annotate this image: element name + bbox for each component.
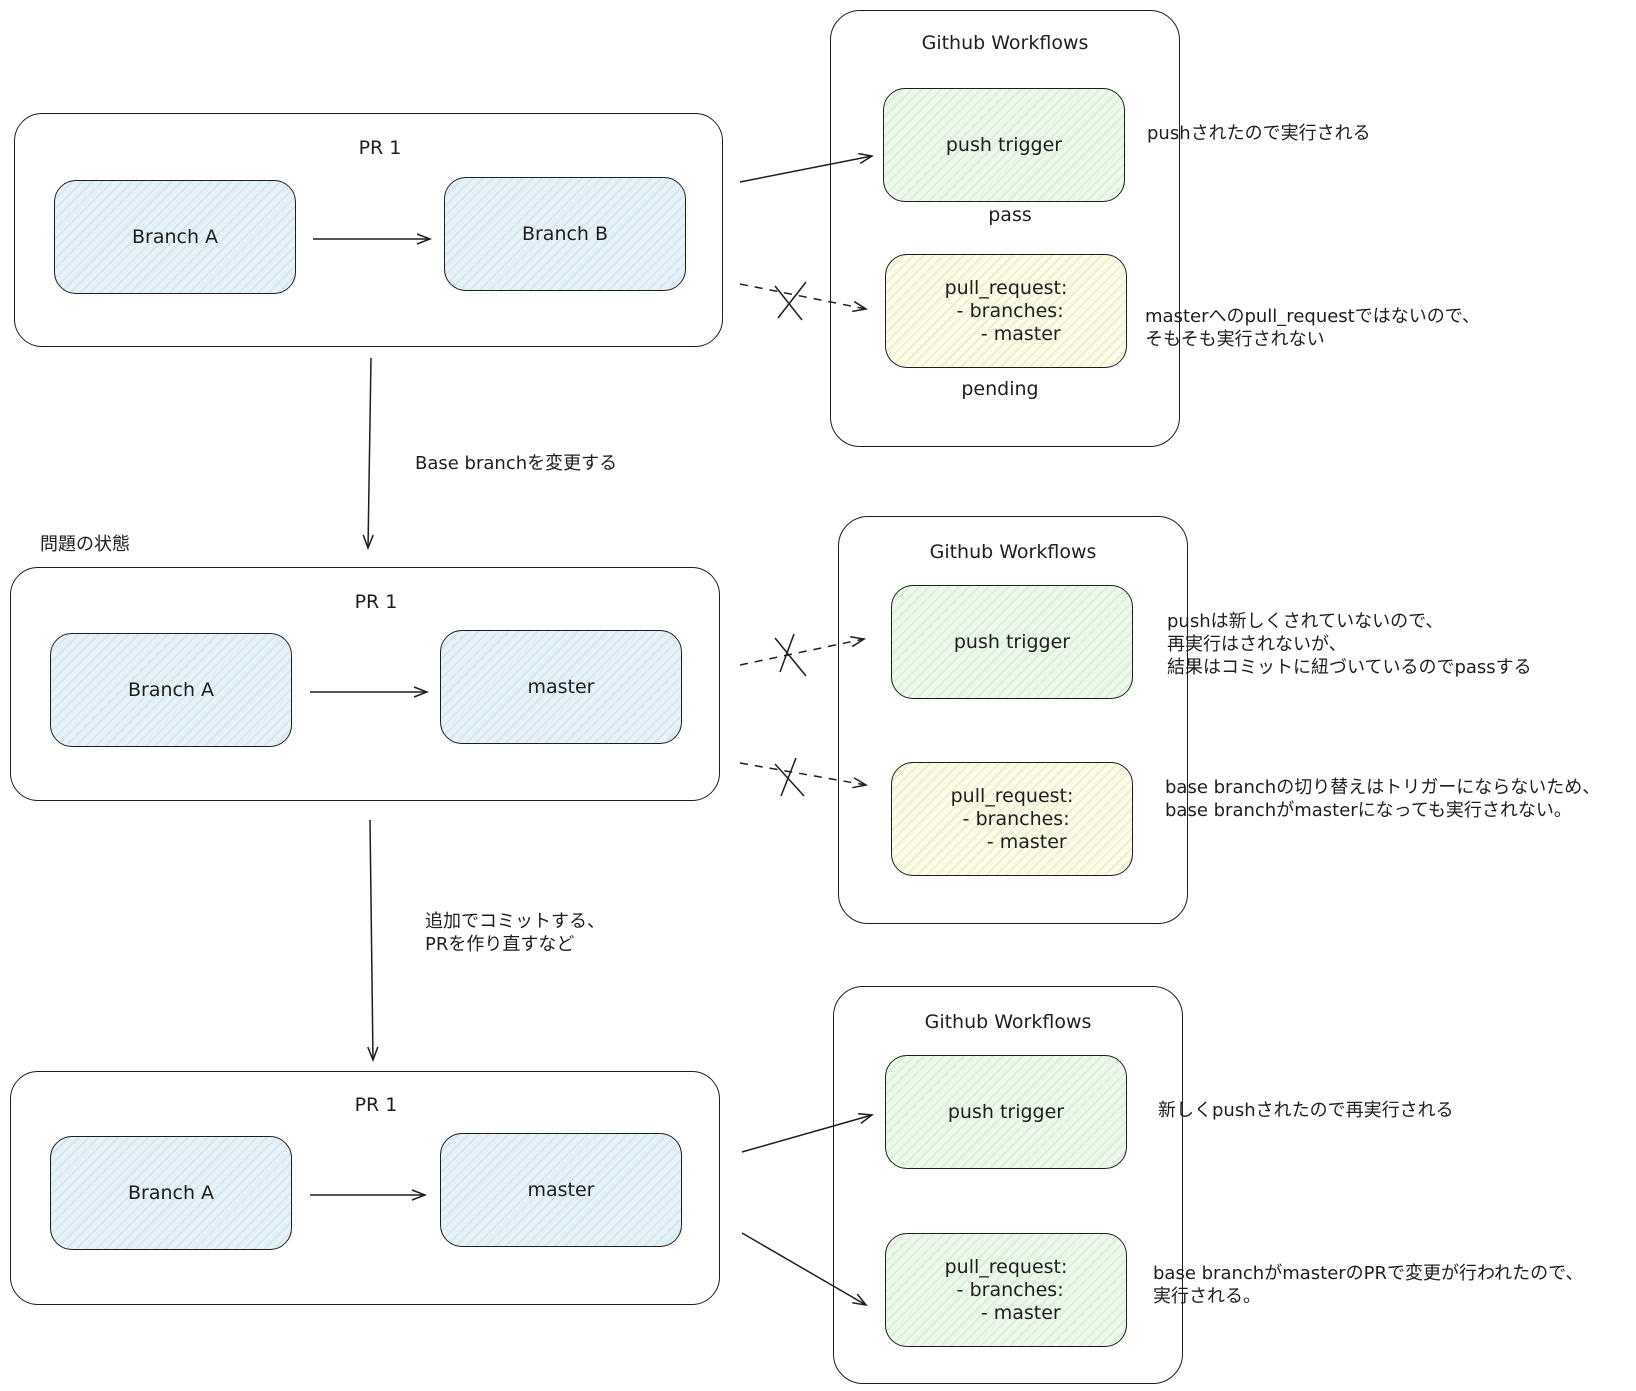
s1-pull-cross-icon	[774, 281, 807, 321]
head-branch-box-1: Branch A	[54, 180, 296, 294]
pr-label-2: PR 1	[354, 591, 398, 613]
workflows-title-1: Github Workflows	[921, 32, 1089, 54]
problem-state-label: 問題の状態	[40, 534, 130, 555]
base-branch-box-3: master	[440, 1133, 682, 1247]
head-branch-box-3: Branch A	[50, 1136, 292, 1250]
s2-pull-cross-icon	[774, 757, 805, 797]
pr-frame-1	[14, 113, 723, 347]
workflows-title-3: Github Workflows	[924, 1011, 1092, 1033]
pull-request-box-1: pull_request: - branches: - master	[885, 254, 1127, 368]
head-branch-box-2: Branch A	[50, 633, 292, 747]
base-branch-box-1: Branch B	[444, 177, 686, 291]
workflows-frame-1	[830, 10, 1180, 447]
push-note-3: 新しくpushされたので再実行される	[1158, 1100, 1454, 1121]
pr-frame-2	[10, 567, 720, 801]
s2-push-cross-icon	[774, 633, 807, 677]
pr-label-3: PR 1	[354, 1094, 398, 1116]
pr-label-1: PR 1	[358, 137, 402, 159]
push-trigger-box-1: push trigger	[883, 88, 1125, 202]
pull-note-2: base branchの切り替えはトリガーにならないため、 base branc…	[1165, 777, 1601, 821]
push-trigger-box-3: push trigger	[885, 1055, 1127, 1169]
pull-status-1: pending	[961, 378, 1039, 400]
push-note-1: pushされたので実行される	[1147, 123, 1371, 144]
workflows-frame-2	[838, 516, 1188, 924]
transition-arrow-2	[370, 819, 373, 1060]
push-trigger-box-2: push trigger	[891, 585, 1133, 699]
pull-request-box-3: pull_request: - branches: - master	[885, 1233, 1127, 1347]
pull-note-3: base branchがmasterのPRで変更が行われたので、 実行される。	[1153, 1263, 1584, 1307]
pull-note-1: masterへのpull_requestではないので、 そもそも実行されない	[1145, 306, 1481, 350]
base-branch-box-2: master	[440, 630, 682, 744]
transition-arrow-1	[368, 357, 371, 548]
push-note-2: pushは新しくされていないので、 再実行はされないが、 結果はコミットに紐づい…	[1167, 611, 1532, 678]
pull-request-box-2: pull_request: - branches: - master	[891, 762, 1133, 876]
workflows-frame-3	[833, 986, 1183, 1384]
push-status-1: pass	[988, 204, 1032, 226]
pr-frame-3	[10, 1071, 720, 1305]
transition-label-1: Base branchを変更する	[415, 453, 618, 474]
transition-label-2: 追加でコミットする、 PRを作り直すなど	[425, 911, 605, 955]
workflows-title-2: Github Workflows	[929, 541, 1097, 563]
